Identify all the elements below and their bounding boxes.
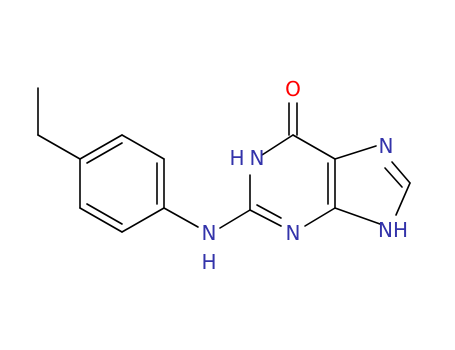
n1-hydrogen-label: H <box>229 146 244 170</box>
n3-atom-label: N <box>286 221 301 245</box>
bond-n7-c8 <box>391 161 411 184</box>
bond-c6-c5 <box>292 134 336 160</box>
oxygen-atom-label: O <box>285 77 301 101</box>
bond-benzene-4 <box>121 207 165 233</box>
amine-n-atom-label: N <box>202 221 217 245</box>
bond-n7-c8-inner <box>384 167 403 188</box>
amine-hydrogen-label: H <box>201 250 216 274</box>
bond-c4-n3 <box>304 207 336 227</box>
bond-nh-c2 <box>219 209 251 229</box>
bond-benzene-1 <box>79 134 123 160</box>
bond-benzene-2 <box>121 134 165 160</box>
bond-n1-c6 <box>261 134 294 156</box>
bond-n9-c4 <box>334 207 381 225</box>
bond-benzene-5 <box>79 207 123 233</box>
bond-c8-n9 <box>395 182 411 216</box>
bond-benzene-5-inner <box>86 203 123 225</box>
bond-benzene-1-inner <box>86 142 123 164</box>
n7-atom-label: N <box>379 134 394 158</box>
n1-atom-label: N <box>250 146 265 170</box>
bond-ethyl-ch2 <box>37 134 81 160</box>
n9h-atom-label: NH <box>378 218 408 242</box>
bond-n3-c2-inner <box>256 204 282 219</box>
bond-aryl-nh <box>163 207 199 228</box>
bond-c5-n7 <box>334 145 377 160</box>
bond-n3-c2 <box>249 209 282 227</box>
